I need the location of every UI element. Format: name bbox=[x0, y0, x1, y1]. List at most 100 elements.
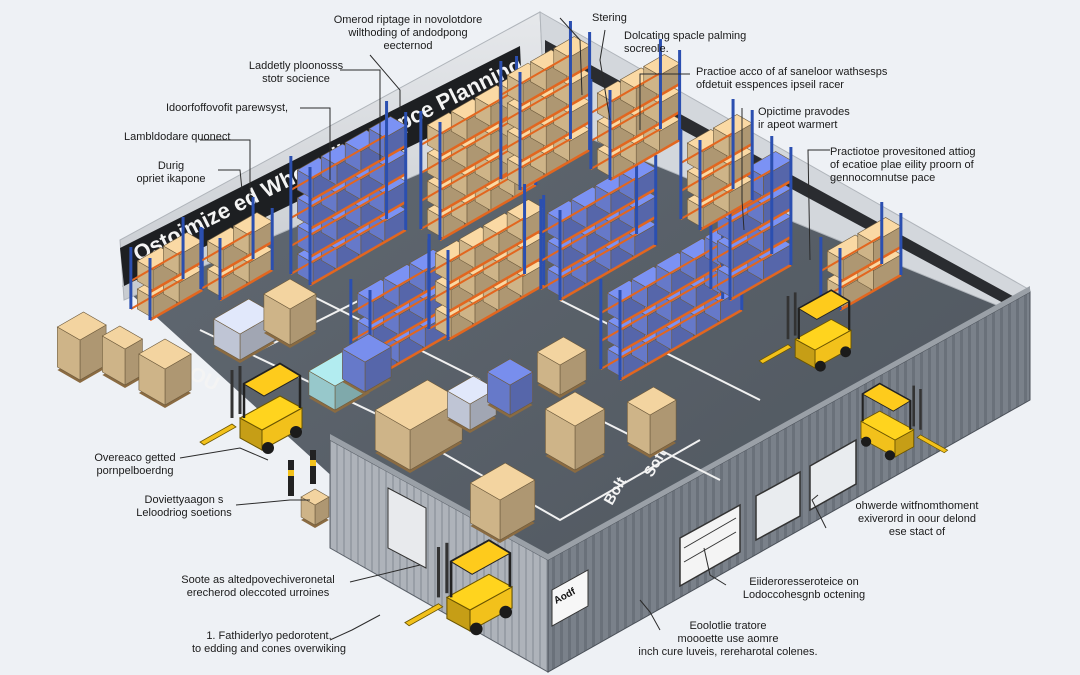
rack-beam bbox=[519, 92, 591, 136]
pallet-stack bbox=[138, 338, 192, 406]
rack-beam bbox=[540, 177, 638, 234]
rack-beam bbox=[680, 188, 734, 220]
rack-beam bbox=[149, 260, 203, 294]
rack-beam bbox=[729, 235, 792, 274]
rack-beam bbox=[619, 308, 743, 382]
loading-dock-door-1 bbox=[679, 503, 741, 588]
rack-beam bbox=[729, 207, 792, 246]
rack-beam bbox=[710, 225, 773, 262]
rack-beam bbox=[309, 172, 407, 231]
rack-beam bbox=[500, 82, 571, 124]
rack-beam bbox=[420, 173, 518, 230]
rack-beam bbox=[519, 120, 591, 164]
rack-beam bbox=[309, 228, 407, 287]
rack-beam bbox=[710, 197, 773, 234]
rack-beam bbox=[149, 288, 203, 322]
safety-bollards bbox=[288, 450, 316, 496]
rack-beam bbox=[839, 245, 902, 284]
rack-beam bbox=[219, 240, 273, 274]
loading-dock-door-2 bbox=[755, 470, 801, 542]
forklift-right bbox=[758, 289, 852, 372]
entrance-door bbox=[387, 487, 427, 569]
pallet-stack bbox=[544, 391, 606, 471]
rack-row-1 bbox=[289, 101, 408, 287]
rack-beam bbox=[729, 263, 792, 302]
rack-beam bbox=[680, 160, 734, 192]
rack-row-10 bbox=[679, 99, 754, 232]
rack-beam bbox=[699, 198, 753, 232]
rack-beam bbox=[559, 215, 657, 274]
rack-beam bbox=[680, 132, 734, 164]
rack-beam bbox=[200, 258, 254, 290]
rack-beam bbox=[699, 170, 753, 204]
rack-row-3 bbox=[499, 21, 592, 192]
rack-beam bbox=[428, 273, 526, 330]
rack-beam bbox=[350, 267, 430, 314]
rack-beam bbox=[500, 54, 571, 96]
rack-beam bbox=[609, 138, 681, 182]
rack-beam bbox=[540, 233, 638, 290]
wall-shelf-right bbox=[819, 202, 903, 312]
rack-beam bbox=[540, 205, 638, 262]
rack-beam bbox=[290, 162, 388, 219]
pallet-stack bbox=[469, 462, 536, 541]
callout-leader-lines bbox=[179, 17, 830, 641]
pallet-racks bbox=[129, 21, 903, 382]
rack-beam bbox=[200, 230, 254, 262]
rack-beam bbox=[500, 110, 571, 152]
pallet-stack bbox=[536, 336, 587, 396]
rack-beam bbox=[428, 217, 526, 274]
rack-beam bbox=[290, 190, 388, 247]
pallets bbox=[56, 278, 677, 543]
forklift-left bbox=[199, 362, 304, 454]
pallet-stack bbox=[213, 298, 276, 361]
rack-beam bbox=[350, 295, 430, 342]
rack-beam bbox=[519, 148, 591, 192]
callout-landholdere: Lambldodare quonect bbox=[124, 131, 231, 143]
pallet-stack bbox=[101, 325, 144, 386]
pallet-stack bbox=[56, 311, 107, 381]
rack-row-5 bbox=[427, 184, 546, 342]
rack-beam bbox=[447, 283, 545, 342]
forklift-bottom bbox=[404, 539, 514, 636]
rack-beam bbox=[309, 144, 407, 203]
rack-beam bbox=[820, 235, 883, 272]
rack-beam bbox=[710, 253, 773, 290]
rack-beam bbox=[559, 243, 657, 302]
pallet-stack bbox=[263, 278, 317, 346]
pallet-stack bbox=[486, 358, 534, 416]
pallet-stack bbox=[341, 333, 392, 393]
rack-beam bbox=[439, 183, 537, 242]
rack-beam bbox=[447, 227, 545, 286]
rack-beam bbox=[559, 187, 657, 246]
rack-beam bbox=[130, 278, 184, 310]
rack-beam bbox=[428, 245, 526, 302]
rack-beam bbox=[219, 268, 273, 302]
rack-beam bbox=[590, 128, 661, 170]
rack-goods bbox=[712, 114, 754, 158]
rack-beam bbox=[590, 72, 661, 114]
rack-beam bbox=[590, 100, 661, 142]
wall-shelf-left-2 bbox=[199, 197, 274, 302]
rack-row-9 bbox=[589, 39, 682, 182]
callout-storing: Stering bbox=[592, 12, 627, 24]
pallet-stack bbox=[626, 386, 677, 456]
forklift-far-right bbox=[860, 382, 949, 461]
rack-beam bbox=[290, 134, 388, 191]
rack-beam bbox=[609, 82, 681, 126]
rack-beam bbox=[290, 218, 388, 275]
callout-forklift-pathways: Idoorfoffovofit parewsyst, bbox=[166, 102, 289, 114]
